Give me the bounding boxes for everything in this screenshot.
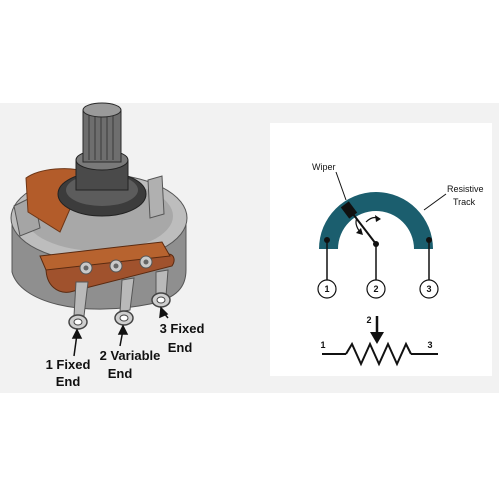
end-1-label-line2: End [56, 374, 81, 389]
symbol-zigzag [345, 341, 412, 367]
terminal-1-number: 1 [324, 284, 329, 294]
rotation-arrowhead-left [356, 228, 363, 235]
terminal-3-circle [419, 279, 439, 299]
terminal-2-circle [366, 279, 386, 299]
pointer-arrowhead-2 [117, 324, 129, 335]
symbol-label-3: 3 [427, 340, 432, 350]
pot-terminal-board-top [39, 241, 171, 271]
wiper-label: Wiper [312, 162, 336, 172]
pointer-arrowhead-3 [159, 306, 169, 319]
potentiometer-illustration [10, 102, 188, 330]
pot-lug-3 [151, 269, 171, 308]
end-3-label-line2: End [168, 340, 193, 355]
pot-shaft-knurling [88, 112, 114, 160]
wiper-contact [340, 201, 358, 219]
track-callout-line [423, 193, 447, 211]
pot-lug-2 [114, 277, 135, 326]
terminal-1-circle [317, 279, 337, 299]
terminal-3-number: 3 [426, 284, 431, 294]
symbol-label-2: 2 [366, 315, 371, 325]
end-1-label-line1: 1 Fixed [46, 357, 91, 372]
end-3-label-line1: 3 Fixed [160, 321, 205, 336]
pot-lug-1 [68, 281, 89, 330]
pot-shaft-top [82, 102, 122, 118]
resistive-track-diagram: 1 2 3 Wiper Resistive Track [312, 162, 484, 299]
pot-right-tab [147, 175, 165, 219]
rotation-arrowhead-right [375, 215, 381, 222]
symbol-wiper-arrowhead [370, 332, 384, 344]
pointer-arrowhead-1 [71, 328, 83, 339]
track-label-line1: Resistive [447, 184, 484, 194]
end-2-label-line1: 2 Variable [100, 348, 161, 363]
terminal-2-number: 2 [373, 284, 378, 294]
potentiometer-symbol: 1 2 3 [320, 315, 438, 367]
track-label-line2: Track [453, 197, 476, 207]
wiper-callout-line [335, 171, 347, 201]
end-2-label-line2: End [108, 366, 133, 381]
symbol-label-1: 1 [320, 340, 325, 350]
pot-rivets [79, 255, 153, 275]
lug-pointer-arrows [71, 306, 169, 357]
